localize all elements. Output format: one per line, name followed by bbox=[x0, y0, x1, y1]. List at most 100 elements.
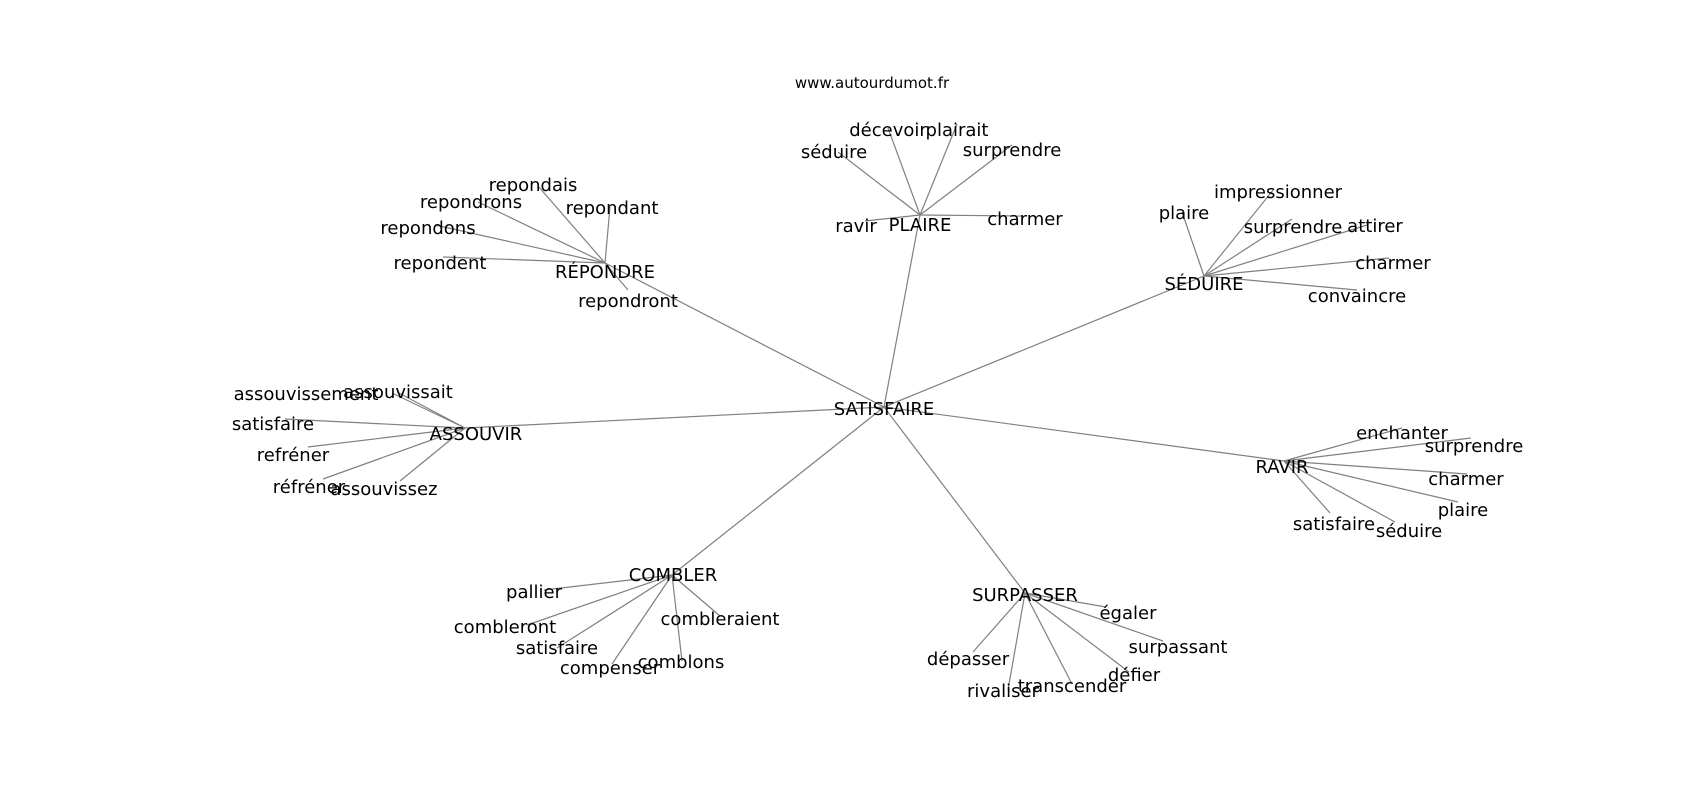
edge-combler-compenser bbox=[611, 574, 673, 665]
node-leaf-plaire-surprendre: surprendre bbox=[963, 140, 1062, 161]
node-leaf-repondre-repondent: repondent bbox=[394, 253, 487, 274]
edge-repondre-repondent bbox=[442, 256, 606, 264]
edge-center-ravir bbox=[883, 406, 1285, 462]
edge-plaire-seduire bbox=[837, 151, 921, 216]
node-leaf-combler-pallier: pallier bbox=[506, 582, 563, 603]
edge-seduire-attirer bbox=[1203, 224, 1368, 277]
labels-layer: www.autourdumot.fr SATISFAIRE PLAIRE décev… bbox=[232, 74, 1523, 702]
edge-center-combler bbox=[671, 406, 885, 576]
edge-seduire-convaincre bbox=[1203, 275, 1358, 291]
edge-center-surpasser bbox=[883, 406, 1026, 594]
node-leaf-repondre-repondais: repondais bbox=[489, 175, 578, 196]
edge-repondre-repondrons bbox=[477, 201, 606, 264]
node-leaf-combler-comblons: comblons bbox=[638, 652, 725, 673]
node-leaf-ravir-seduire: séduire bbox=[1376, 521, 1442, 542]
edge-center-repondre bbox=[604, 262, 885, 408]
node-leaf-repondre-repondrons: repondrons bbox=[420, 192, 522, 213]
edge-seduire-charmer bbox=[1203, 257, 1390, 277]
node-leaf-plaire-charmer: charmer bbox=[987, 209, 1063, 230]
edge-assouvir-satisfaire bbox=[284, 418, 466, 429]
edge-plaire-surprendre bbox=[919, 144, 1013, 216]
edge-ravir-seduire bbox=[1283, 460, 1396, 523]
edge-combler-combleront bbox=[526, 574, 673, 626]
node-leaf-surpasser-surpassant: surpassant bbox=[1129, 637, 1228, 658]
edge-combler-pallier bbox=[543, 574, 673, 591]
edge-surpasser-defier bbox=[1024, 592, 1130, 673]
edge-center-assouvir bbox=[464, 406, 885, 429]
edge-seduire-impressionner bbox=[1203, 188, 1275, 277]
node-hub-surpasser: SURPASSER bbox=[972, 585, 1078, 606]
node-leaf-seduire-attirer: attirer bbox=[1347, 216, 1403, 237]
edge-plaire-charmer bbox=[919, 214, 1023, 217]
edge-assouvir-assouvissez bbox=[399, 427, 466, 482]
edge-seduire-surprendre bbox=[1203, 218, 1293, 277]
edge-combler-comblons bbox=[671, 574, 683, 662]
edge-plaire-ravir bbox=[864, 214, 921, 222]
edge-assouvir-refrener bbox=[322, 427, 466, 480]
node-leaf-assouvir-refrener: réfréner bbox=[273, 477, 346, 498]
node-leaf-ravir-satisfaire: satisfaire bbox=[1293, 514, 1375, 535]
edge-center-seduire bbox=[883, 275, 1205, 408]
edge-repondre-repondant bbox=[604, 206, 611, 264]
node-leaf-ravir-charmer: charmer bbox=[1428, 469, 1504, 490]
node-hub-ravir: RAVIR bbox=[1255, 457, 1308, 478]
edge-combler-combleraient bbox=[671, 574, 721, 617]
node-hub-combler: COMBLER bbox=[629, 565, 718, 586]
edge-repondre-repondons bbox=[434, 224, 606, 264]
node-leaf-surpasser-transcender: transcender bbox=[1018, 676, 1127, 697]
edge-surpasser-egaler bbox=[1024, 592, 1107, 608]
node-leaf-surpasser-egaler: égaler bbox=[1099, 603, 1157, 624]
edge-surpasser-surpassant bbox=[1024, 592, 1164, 642]
edges-layer bbox=[284, 123, 1472, 691]
node-leaf-assouvir-assouvissait: assouvissait bbox=[343, 382, 453, 403]
edge-assouvir-assouvissait bbox=[396, 391, 466, 429]
edge-repondre-repondais bbox=[537, 185, 606, 264]
edge-assouvir-refrener bbox=[307, 427, 466, 448]
edge-surpasser-depasser bbox=[972, 592, 1026, 653]
node-hub-repondre: RÉPONDRE bbox=[555, 261, 655, 283]
node-leaf-seduire-charmer: charmer bbox=[1355, 253, 1431, 274]
node-leaf-seduire-surprendre: surprendre bbox=[1244, 217, 1343, 238]
node-leaf-combler-compenser: compenser bbox=[560, 658, 661, 679]
node-leaf-seduire-plaire: plaire bbox=[1159, 203, 1210, 224]
node-leaf-plaire-plairait: plairait bbox=[926, 120, 989, 141]
node-leaf-plaire-ravir: ravir bbox=[835, 216, 877, 237]
node-leaf-assouvir-refrener: refréner bbox=[257, 445, 330, 466]
node-leaf-repondre-repondront: repondront bbox=[578, 291, 678, 312]
node-hub-seduire: SÉDUIRE bbox=[1164, 273, 1243, 295]
edge-seduire-plaire bbox=[1181, 211, 1205, 277]
node-leaf-assouvir-satisfaire: satisfaire bbox=[232, 414, 314, 435]
node-leaf-assouvir-assouvissement: assouvissement bbox=[234, 384, 379, 405]
node-leaf-combler-satisfaire: satisfaire bbox=[516, 638, 598, 659]
edge-center-plaire bbox=[883, 214, 921, 408]
edge-ravir-satisfaire bbox=[1283, 460, 1331, 514]
node-hub-assouvir: ASSOUVIR bbox=[430, 424, 523, 445]
node-leaf-surpasser-depasser: dépasser bbox=[927, 649, 1010, 670]
node-leaf-surpasser-rivaliser: rivaliser bbox=[967, 681, 1040, 702]
node-leaf-repondre-repondons: repondons bbox=[380, 218, 475, 239]
node-leaf-ravir-surprendre: surprendre bbox=[1425, 436, 1524, 457]
node-center-satisfaire: SATISFAIRE bbox=[834, 399, 935, 420]
edge-plaire-decevoir bbox=[887, 127, 921, 216]
edge-ravir-charmer bbox=[1283, 460, 1468, 475]
edge-repondre-repondront bbox=[604, 262, 629, 291]
node-hub-plaire: PLAIRE bbox=[889, 215, 952, 236]
edge-ravir-surprendre bbox=[1283, 437, 1472, 462]
node-leaf-plaire-seduire: séduire bbox=[801, 142, 867, 163]
node-leaf-combler-combleront: combleront bbox=[454, 617, 556, 638]
node-leaf-plaire-decevoir: décevoir bbox=[849, 120, 927, 141]
edge-surpasser-transcender bbox=[1024, 592, 1073, 685]
node-leaf-seduire-impressionner: impressionner bbox=[1214, 182, 1343, 203]
node-leaf-repondre-repondant: repondant bbox=[566, 198, 659, 219]
edge-plaire-plairait bbox=[919, 123, 958, 216]
node-leaf-combler-combleraient: combleraient bbox=[661, 609, 780, 630]
edge-surpasser-rivaliser bbox=[1007, 592, 1026, 691]
edge-ravir-enchanter bbox=[1283, 427, 1403, 462]
watermark-text: www.autourdumot.fr bbox=[795, 74, 950, 92]
node-leaf-assouvir-assouvissez: assouvissez bbox=[330, 479, 437, 500]
node-leaf-ravir-enchanter: enchanter bbox=[1356, 423, 1448, 444]
node-leaf-surpasser-defier: défier bbox=[1108, 665, 1161, 686]
edge-ravir-plaire bbox=[1283, 460, 1459, 503]
